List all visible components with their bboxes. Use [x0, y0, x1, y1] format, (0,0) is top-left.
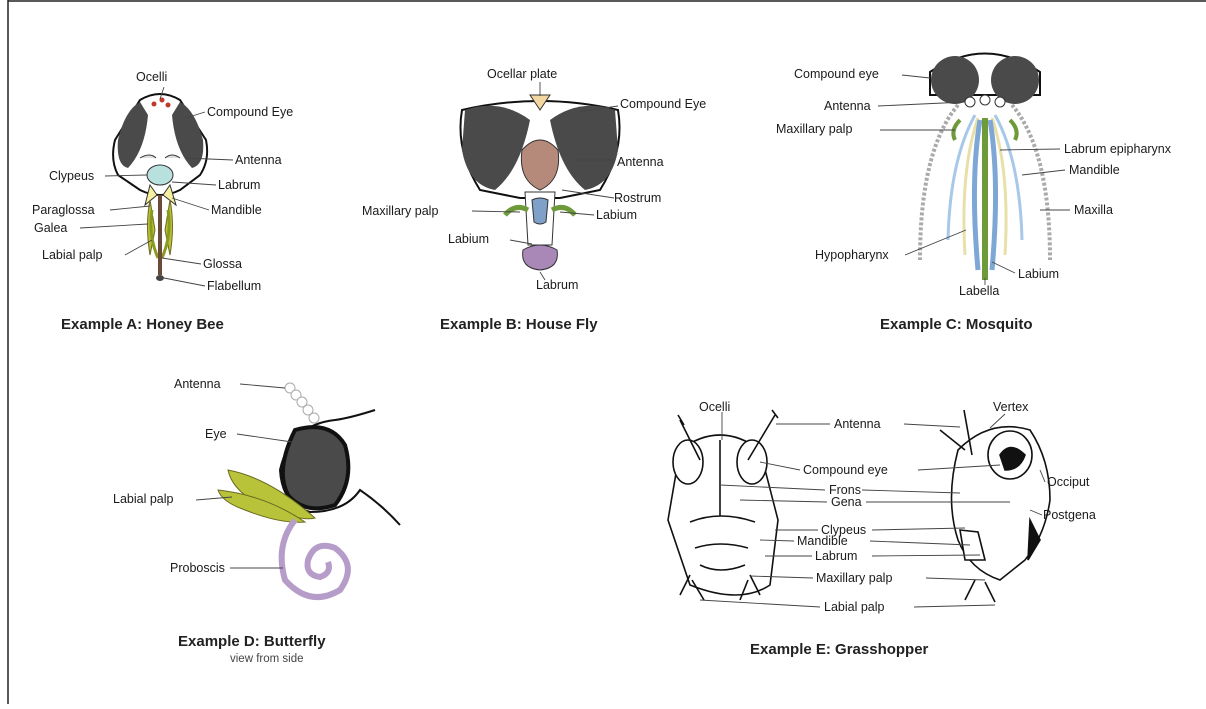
label-antenna: Antenna: [235, 153, 282, 167]
label-gena: Gena: [831, 495, 862, 509]
caption-butterfly: Example D: Butterfly: [178, 633, 326, 650]
caption-honey-bee: Example A: Honey Bee: [61, 316, 224, 333]
grasshopper-side-illustration: [940, 410, 1050, 602]
label-fly-labium-right: Labium: [596, 208, 637, 222]
label-occiput: Occiput: [1047, 475, 1090, 489]
label-gh-labial-palp: Labial palp: [824, 600, 885, 614]
mosquito-left-eye: [931, 56, 979, 104]
label-fly-labrum: Labrum: [536, 278, 578, 292]
label-mosquito-antenna: Antenna: [824, 99, 871, 113]
label-fly-maxillary-palp: Maxillary palp: [362, 204, 438, 218]
label-paraglossa: Paraglossa: [32, 203, 95, 217]
label-mosquito-labium: Labium: [1018, 267, 1059, 281]
label-mosquito-compound-eye: Compound eye: [794, 67, 879, 81]
mosquito-illustration: [920, 54, 1050, 281]
subcaption-butterfly: view from side: [230, 653, 304, 665]
caption-house-fly: Example B: House Fly: [440, 316, 598, 333]
fly-labrum: [523, 245, 558, 270]
label-flabellum: Flabellum: [207, 279, 261, 293]
label-fly-antenna: Antenna: [617, 155, 664, 169]
label-butterfly-antenna: Antenna: [174, 377, 221, 391]
butterfly-proboscis: [282, 520, 348, 597]
butterfly-illustration: [218, 383, 400, 597]
label-gh-compound-eye: Compound eye: [803, 463, 888, 477]
caption-grasshopper: Example E: Grasshopper: [750, 641, 929, 658]
label-postgena: Postgena: [1043, 508, 1096, 522]
label-mandible: Mandible: [211, 203, 262, 217]
label-gh-maxillary-palp: Maxillary palp: [816, 571, 892, 585]
label-gh-mandible: Mandible: [797, 534, 848, 548]
label-ocellar-plate: Ocellar plate: [487, 67, 557, 81]
label-labial-palp: Labial palp: [42, 248, 103, 262]
label-labrum-epipharynx: Labrum epipharynx: [1064, 142, 1172, 156]
label-ocelli: Ocelli: [136, 70, 167, 84]
bee-clypeus: [147, 165, 173, 185]
label-labella: Labella: [959, 284, 999, 298]
grasshopper-front-illustration: [668, 410, 778, 600]
label-gh-ocelli: Ocelli: [699, 400, 730, 414]
caption-mosquito: Example C: Mosquito: [880, 316, 1033, 333]
label-compound-eye: Compound Eye: [207, 105, 293, 119]
label-butterfly-eye: Eye: [205, 427, 227, 441]
label-maxilla: Maxilla: [1074, 203, 1113, 217]
mosquito-right-eye: [991, 56, 1039, 104]
label-hypopharynx: Hypopharynx: [815, 248, 889, 262]
label-clypeus: Clypeus: [49, 169, 94, 183]
label-mosquito-mandible: Mandible: [1069, 163, 1120, 177]
label-mosquito-maxillary-palp: Maxillary palp: [776, 122, 852, 136]
label-gh-labrum: Labrum: [815, 549, 857, 563]
honey-bee-illustration: [113, 94, 207, 281]
butterfly-eye: [283, 427, 348, 508]
label-butterfly-labial-palp: Labial palp: [113, 492, 174, 506]
label-fly-compound-eye: Compound Eye: [620, 97, 706, 111]
label-galea: Galea: [34, 221, 67, 235]
label-labrum: Labrum: [218, 178, 260, 192]
label-gh-antenna: Antenna: [834, 417, 881, 431]
label-fly-labium-left: Labium: [448, 232, 489, 246]
label-proboscis: Proboscis: [170, 561, 225, 575]
label-glossa: Glossa: [203, 257, 242, 271]
label-fly-rostrum: Rostrum: [614, 191, 661, 205]
label-vertex: Vertex: [993, 400, 1029, 414]
